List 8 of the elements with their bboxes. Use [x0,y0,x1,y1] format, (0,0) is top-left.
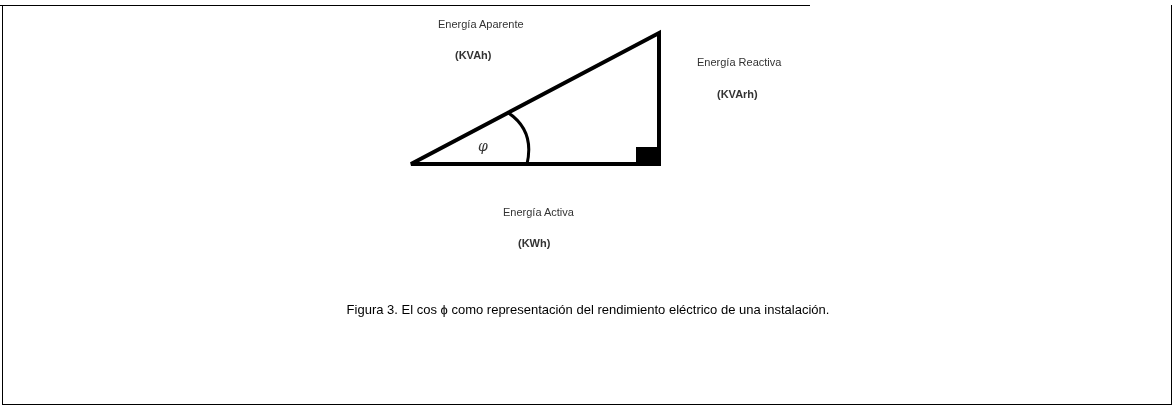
side-label: (KVArh) [717,87,758,102]
angle-symbol: φ [478,137,488,156]
side-label: Energía Activa [503,205,574,220]
side-label: (KWh) [518,236,551,251]
side-label: (KVAh) [455,48,492,63]
figure-caption: Figura 3. El cos ϕ como representación del rendimiento eléctrico de una instalación. [346,301,830,319]
side-label: Energía Reactiva [697,55,782,70]
side-label: Energía Aparente [438,17,524,32]
